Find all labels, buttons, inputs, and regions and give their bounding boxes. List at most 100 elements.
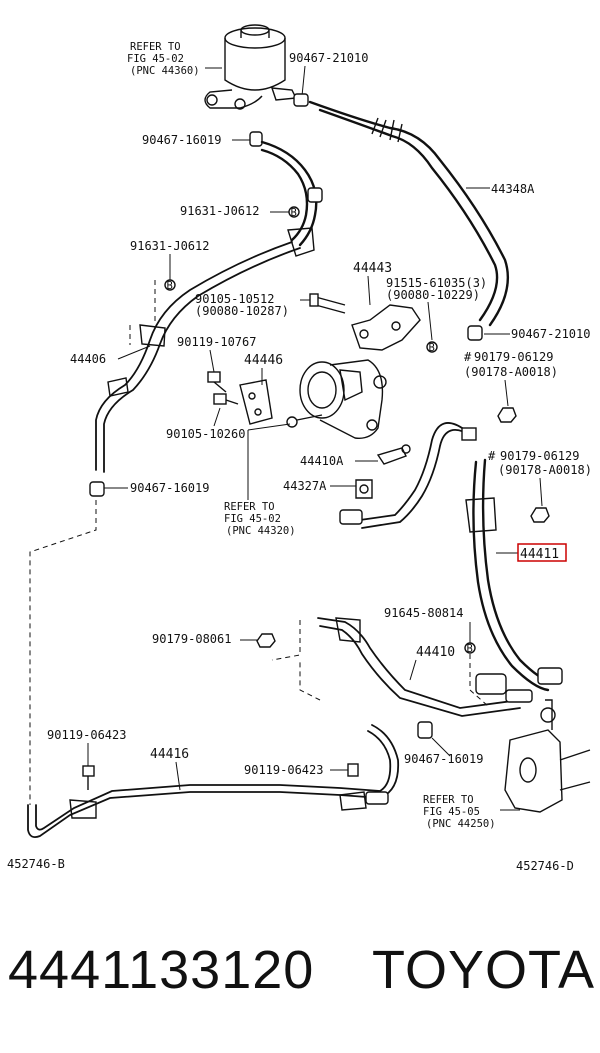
bolt-91631-j0612-b[interactable]: 91631-J0612 B <box>130 239 209 292</box>
bracket-44443[interactable]: 44443 <box>351 261 421 351</box>
part-label-2: (90178-A0018) <box>464 365 558 379</box>
reservoir-tank[interactable] <box>204 24 298 110</box>
refer-line-1: REFER TO <box>423 794 474 806</box>
part-label-1: 91515-61035(3) <box>386 276 487 290</box>
refer-line-2: FIG 45-02 <box>127 53 184 65</box>
clamp-90467-16019-bottom[interactable]: 90467-16019 <box>404 721 483 766</box>
drawing-code-left: 452746-B <box>7 857 65 871</box>
tube-44410[interactable]: 44410 <box>317 617 533 717</box>
part-label: 90467-16019 <box>142 133 221 147</box>
leader-line <box>301 65 306 97</box>
part-label: 90467-21010 <box>289 51 368 65</box>
b-marker: B <box>467 643 473 655</box>
leader-line <box>117 345 151 360</box>
highlight-box <box>517 543 567 562</box>
part-label-1: 90179-06129 <box>474 350 553 364</box>
part-label-2: (90178-A0018) <box>498 463 592 477</box>
leader-line <box>409 659 417 681</box>
nut-icon <box>256 633 276 648</box>
bolt-91645-80814[interactable]: 91645-80814 B <box>384 606 489 707</box>
part-label: 90467-16019 <box>404 752 483 766</box>
part-label: 90467-21010 <box>511 327 590 341</box>
part-label: 44327A <box>283 479 327 493</box>
part-label: 44348A <box>491 182 535 196</box>
part-label-1: # <box>464 350 472 364</box>
nut-90179-08061[interactable]: 90179-08061 <box>152 632 276 648</box>
leader-line <box>504 379 509 407</box>
refer-line-3: (PNC 44250) <box>426 818 496 830</box>
fitting-44327a[interactable]: 44327A <box>283 479 373 499</box>
refer-line-1: REFER TO <box>130 41 181 53</box>
stud-90119-06423-b[interactable]: 90119-06423 <box>244 763 359 777</box>
clamp-90467-21010-top[interactable]: 90467-21010 <box>289 51 368 107</box>
refer-line-1: REFER TO <box>224 501 275 513</box>
bolt-90105-10260[interactable]: 90105-10260 <box>166 393 245 441</box>
refer-line-3: (PNC 44360) <box>130 65 200 77</box>
dashed-guide <box>29 500 97 805</box>
steering-gear-housing[interactable] <box>504 699 591 813</box>
clamp-icon <box>249 131 263 147</box>
leader-line <box>539 477 543 507</box>
refer-line-3: (PNC 44320) <box>226 525 296 537</box>
part-label: 91631-J0612 <box>180 204 259 218</box>
brand-caption: TOYOTA <box>372 940 596 1000</box>
part-label: 90119-06423 <box>244 763 323 777</box>
part-label: 44443 <box>353 261 392 276</box>
part-label-1: # <box>488 449 496 463</box>
clamp-icon <box>89 481 105 497</box>
bolt-91631-j0612-a[interactable]: 91631-J0612 B <box>180 204 315 257</box>
cooler-pipe-44416[interactable]: 44416 <box>27 724 400 839</box>
refer-fig-45-02-mid[interactable]: REFER TO FIG 45-02 (PNC 44320) <box>224 423 296 537</box>
stud-90119-06423-a[interactable]: 90119-06423 <box>47 728 126 790</box>
part-label-1: 90105-10512 <box>195 292 274 306</box>
nut-90179-06129-b[interactable]: # 90179-06129 (90178-A0018) <box>488 449 592 523</box>
power-steering-pump[interactable] <box>286 359 387 439</box>
b-marker: B <box>429 342 435 354</box>
part-label-2: (90080-10229) <box>386 288 480 302</box>
leader-line <box>209 349 215 373</box>
bracket-44446[interactable]: 44446 <box>239 353 283 425</box>
drawing-code-right: 452746-D <box>516 859 574 873</box>
bolt-91515-61035[interactable]: 91515-61035(3) (90080-10229) B <box>386 276 487 354</box>
leader-line <box>367 275 371 306</box>
part-label: 44446 <box>244 353 283 368</box>
dashed-guide <box>129 280 156 345</box>
clamp-icon <box>293 93 309 107</box>
leader-line <box>431 737 451 757</box>
leader-line <box>427 301 433 341</box>
part-label: 90179-08061 <box>152 632 231 646</box>
part-label: 44410A <box>300 454 344 468</box>
part-label: 91631-J0612 <box>130 239 209 253</box>
part-label: 90119-06423 <box>47 728 126 742</box>
refer-fig-45-02-top[interactable]: REFER TO FIG 45-02 (PNC 44360) <box>127 41 222 77</box>
part-label: 90119-10767 <box>177 335 256 349</box>
bolt-90105-10512[interactable]: 90105-10512 (90080-10287) <box>195 292 346 318</box>
refer-line-2: FIG 45-05 <box>423 806 480 818</box>
nut-icon <box>530 507 550 523</box>
hose-44411[interactable]: 44411 <box>465 458 567 692</box>
clamp-90467-16019-top[interactable]: 90467-16019 <box>142 131 263 147</box>
part-label: 44406 <box>70 352 106 366</box>
clamp-90467-21010-right[interactable]: 90467-21010 <box>467 325 590 341</box>
part-label: 90105-10260 <box>166 427 245 441</box>
part-number-caption: 4441133120 <box>8 940 315 1000</box>
part-label: 90467-16019 <box>130 481 209 495</box>
b-marker: B <box>167 280 173 292</box>
pipe-44406[interactable]: 44406 <box>70 241 301 473</box>
leader-line <box>247 423 291 431</box>
part-label: 44416 <box>150 747 189 762</box>
pressure-hose-44410a[interactable]: 44410A <box>300 422 477 529</box>
nut-90179-06129-a[interactable]: # 90179-06129 (90178-A0018) <box>464 350 558 423</box>
stud-90119-10767[interactable]: 90119-10767 <box>177 335 256 393</box>
part-label: 91645-80814 <box>384 606 463 620</box>
refer-line-2: FIG 45-02 <box>224 513 281 525</box>
refer-fig-45-05[interactable]: REFER TO FIG 45-05 (PNC 44250) <box>423 794 520 830</box>
clamp-90467-16019-left[interactable]: 90467-16019 <box>89 481 209 497</box>
clamp-icon <box>417 721 433 739</box>
part-label-1: 90179-06129 <box>500 449 579 463</box>
clamp-icon <box>467 325 483 341</box>
hose-44348a[interactable]: 44348A <box>308 100 535 327</box>
leader-line <box>213 407 221 427</box>
part-label: 44411 <box>520 547 559 562</box>
nut-icon <box>497 407 517 423</box>
